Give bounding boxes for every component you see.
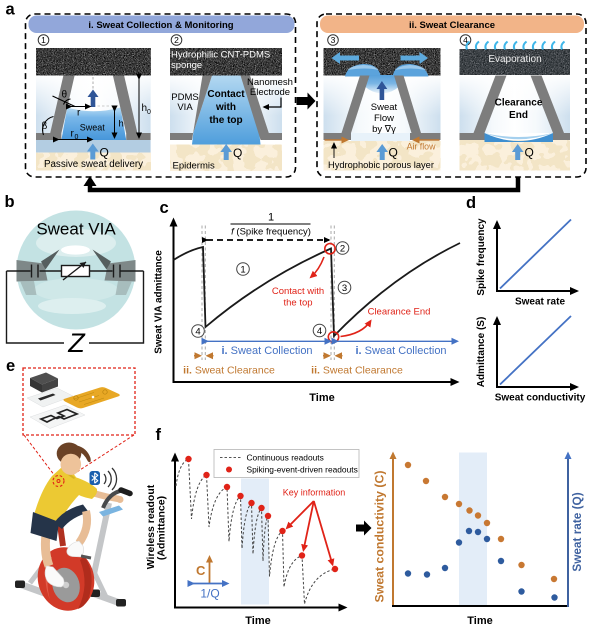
svg-text:e: e [6, 357, 15, 375]
svg-text:Passive sweat delivery: Passive sweat delivery [44, 159, 143, 170]
svg-text:Air flow: Air flow [407, 142, 436, 152]
svg-text:Sweat rate: Sweat rate [515, 297, 565, 308]
svg-text:i. Sweat Collection: i. Sweat Collection [355, 345, 446, 357]
svg-text:Evaporation: Evaporation [488, 54, 541, 65]
svg-text:Epidermis: Epidermis [173, 161, 215, 172]
svg-text:r: r [77, 108, 81, 119]
svg-text:Clearance: Clearance [495, 98, 543, 109]
svg-text:a: a [6, 1, 16, 19]
svg-text:4: 4 [317, 326, 322, 337]
svg-text:by ∇γ: by ∇γ [372, 124, 396, 135]
svg-text:Q: Q [233, 146, 242, 160]
svg-text:2: 2 [174, 35, 179, 45]
svg-text:1/Q: 1/Q [200, 587, 219, 601]
svg-text:0: 0 [75, 134, 79, 141]
svg-text:the top: the top [209, 115, 242, 126]
svg-text:Hydrophobic porous layer: Hydrophobic porous layer [328, 160, 434, 170]
svg-text:Continuous readouts: Continuous readouts [247, 453, 324, 463]
svg-text:θ: θ [62, 90, 68, 101]
svg-text:Spiking-event-driven readouts: Spiking-event-driven readouts [247, 465, 358, 475]
svg-text:Time: Time [309, 392, 334, 404]
svg-text:Time: Time [245, 615, 270, 627]
svg-text:Q: Q [525, 146, 534, 160]
svg-text:h: h [119, 119, 124, 130]
svg-text:1: 1 [268, 212, 274, 224]
svg-text:sponge: sponge [171, 60, 202, 71]
svg-text:Flow: Flow [374, 113, 394, 124]
svg-text:Electrode: Electrode [250, 87, 290, 98]
svg-text:4: 4 [463, 35, 468, 45]
svg-text:Time: Time [467, 615, 492, 627]
svg-text:with: with [215, 102, 236, 113]
svg-text:d: d [466, 194, 476, 212]
svg-text:1: 1 [41, 35, 46, 45]
svg-text:ii. Sweat Clearance: ii. Sweat Clearance [409, 20, 495, 31]
svg-text:Nanomesh: Nanomesh [247, 77, 293, 88]
svg-text:Key information: Key information [283, 488, 346, 498]
svg-text:Q: Q [389, 146, 398, 160]
svg-text:β: β [42, 121, 48, 132]
svg-text:(Admittance): (Admittance) [156, 496, 168, 560]
svg-text:Contact with: Contact with [272, 286, 324, 297]
svg-text:Sweat VIA: Sweat VIA [36, 220, 116, 239]
svg-text:3: 3 [342, 283, 347, 294]
svg-text:f (Spike frequency): f (Spike frequency) [231, 227, 311, 238]
svg-text:f: f [156, 426, 162, 444]
svg-text:Sweat: Sweat [80, 123, 106, 133]
svg-text:Q: Q [100, 146, 109, 160]
svg-text:Contact: Contact [207, 89, 245, 100]
svg-text:Sweat VIA admittance: Sweat VIA admittance [154, 250, 165, 354]
svg-text:3: 3 [331, 35, 336, 45]
svg-text:h: h [142, 103, 148, 114]
svg-text:r: r [71, 129, 75, 140]
svg-text:End: End [509, 110, 528, 121]
svg-text:Sweat conductivity: Sweat conductivity [495, 393, 586, 404]
svg-text:0: 0 [147, 109, 151, 116]
svg-text:1: 1 [240, 264, 245, 275]
svg-text:ii. Sweat Clearance: ii. Sweat Clearance [311, 365, 403, 377]
svg-text:4: 4 [195, 326, 200, 337]
svg-text:PDMS: PDMS [171, 92, 198, 103]
svg-text:i. Sweat Collection & Monitori: i. Sweat Collection & Monitoring [88, 20, 233, 31]
svg-text:Sweat rate (Q): Sweat rate (Q) [570, 492, 584, 571]
svg-text:the top: the top [283, 298, 312, 309]
svg-text:Z: Z [67, 328, 86, 358]
svg-text:Clearance End: Clearance End [368, 307, 431, 318]
svg-text:Wireless readout: Wireless readout [145, 484, 157, 569]
svg-text:Hydrophilic CNT-PDMS: Hydrophilic CNT-PDMS [171, 50, 270, 61]
svg-text:Admittance (S): Admittance (S) [476, 317, 487, 388]
svg-text:Spike frequency: Spike frequency [476, 218, 487, 296]
svg-text:c: c [160, 199, 169, 217]
svg-text:VIA: VIA [177, 102, 193, 113]
svg-text:C: C [196, 563, 206, 578]
svg-text:2: 2 [340, 243, 345, 254]
svg-text:Sweat: Sweat [371, 102, 398, 113]
svg-text:Sweat conductivity (C): Sweat conductivity (C) [373, 471, 387, 603]
svg-text:b: b [5, 193, 15, 211]
svg-text:i. Sweat Collection: i. Sweat Collection [221, 345, 312, 357]
svg-text:ii. Sweat Clearance: ii. Sweat Clearance [183, 365, 275, 377]
